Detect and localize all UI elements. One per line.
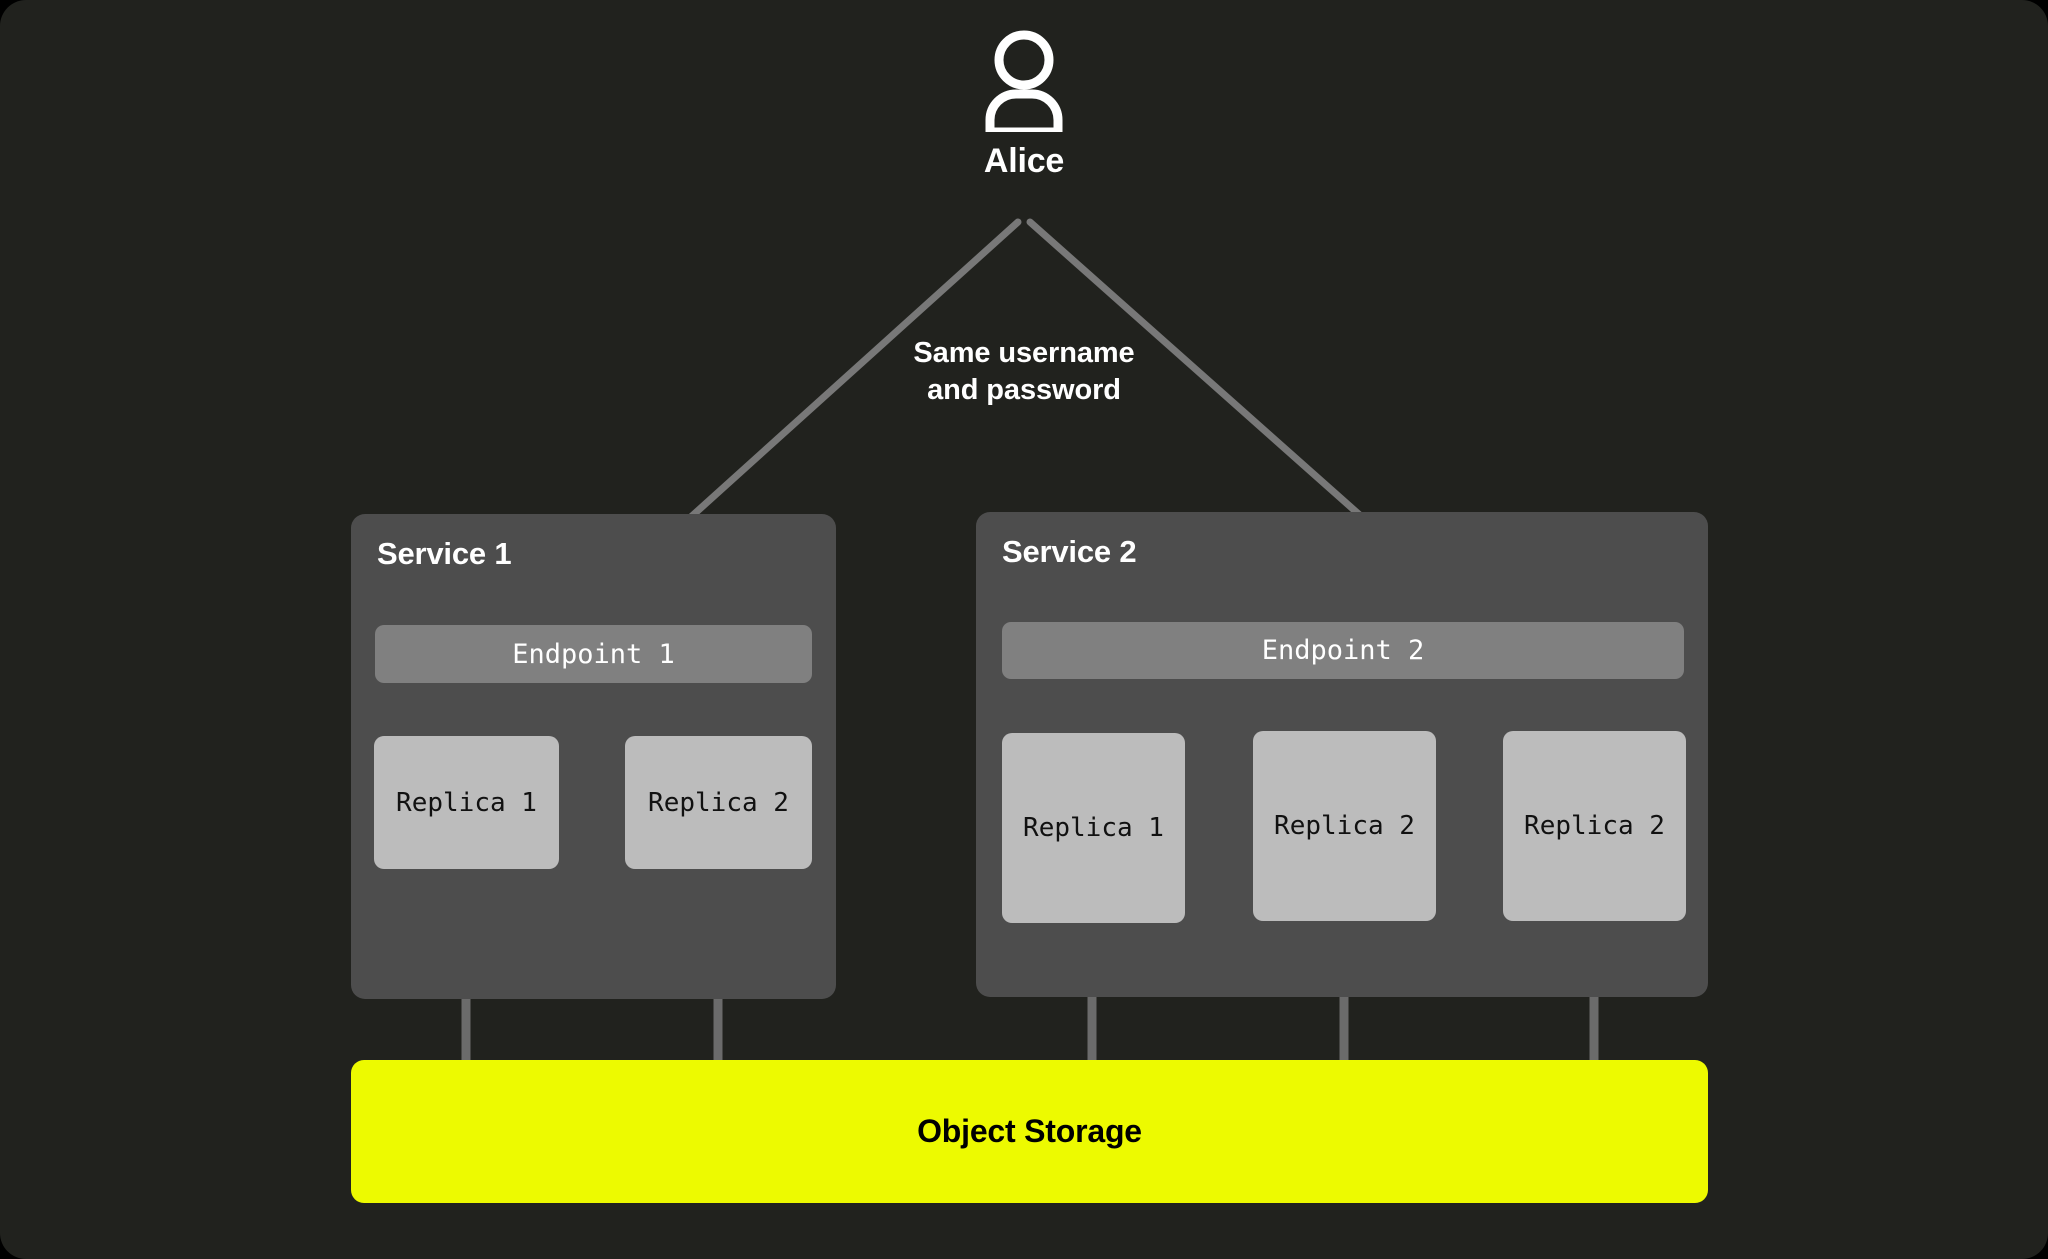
service-1-title: Service 1 [377, 536, 512, 571]
service-2-replica-2[interactable]: Replica 2 [1253, 731, 1436, 921]
object-storage-bar[interactable]: Object Storage [351, 1060, 1708, 1203]
service-1-replica-2[interactable]: Replica 2 [625, 736, 812, 869]
endpoint-1[interactable]: Endpoint 1 [375, 625, 812, 683]
person-icon [985, 30, 1063, 132]
actor-label: Alice [983, 142, 1065, 180]
service-panel-2[interactable]: Service 2 Endpoint 2 Replica 1 Replica 2… [976, 512, 1708, 997]
service-2-title: Service 2 [1002, 534, 1137, 569]
arrow-caption: Same username and password [774, 335, 1274, 408]
object-storage-label: Object Storage [917, 1113, 1142, 1149]
arrow-caption-line-1: Same username [913, 337, 1135, 369]
service-1-replica-1[interactable]: Replica 1 [374, 736, 559, 869]
service-panel-1[interactable]: Service 1 Endpoint 1 Replica 1 Replica 2 [351, 514, 836, 999]
service-2-replica-1[interactable]: Replica 1 [1002, 733, 1185, 923]
arrow-caption-line-2: and password [927, 373, 1121, 406]
service-2-replica-3[interactable]: Replica 2 [1503, 731, 1686, 921]
actor-alice: Alice [0, 28, 2048, 181]
endpoint-2[interactable]: Endpoint 2 [1002, 622, 1684, 679]
